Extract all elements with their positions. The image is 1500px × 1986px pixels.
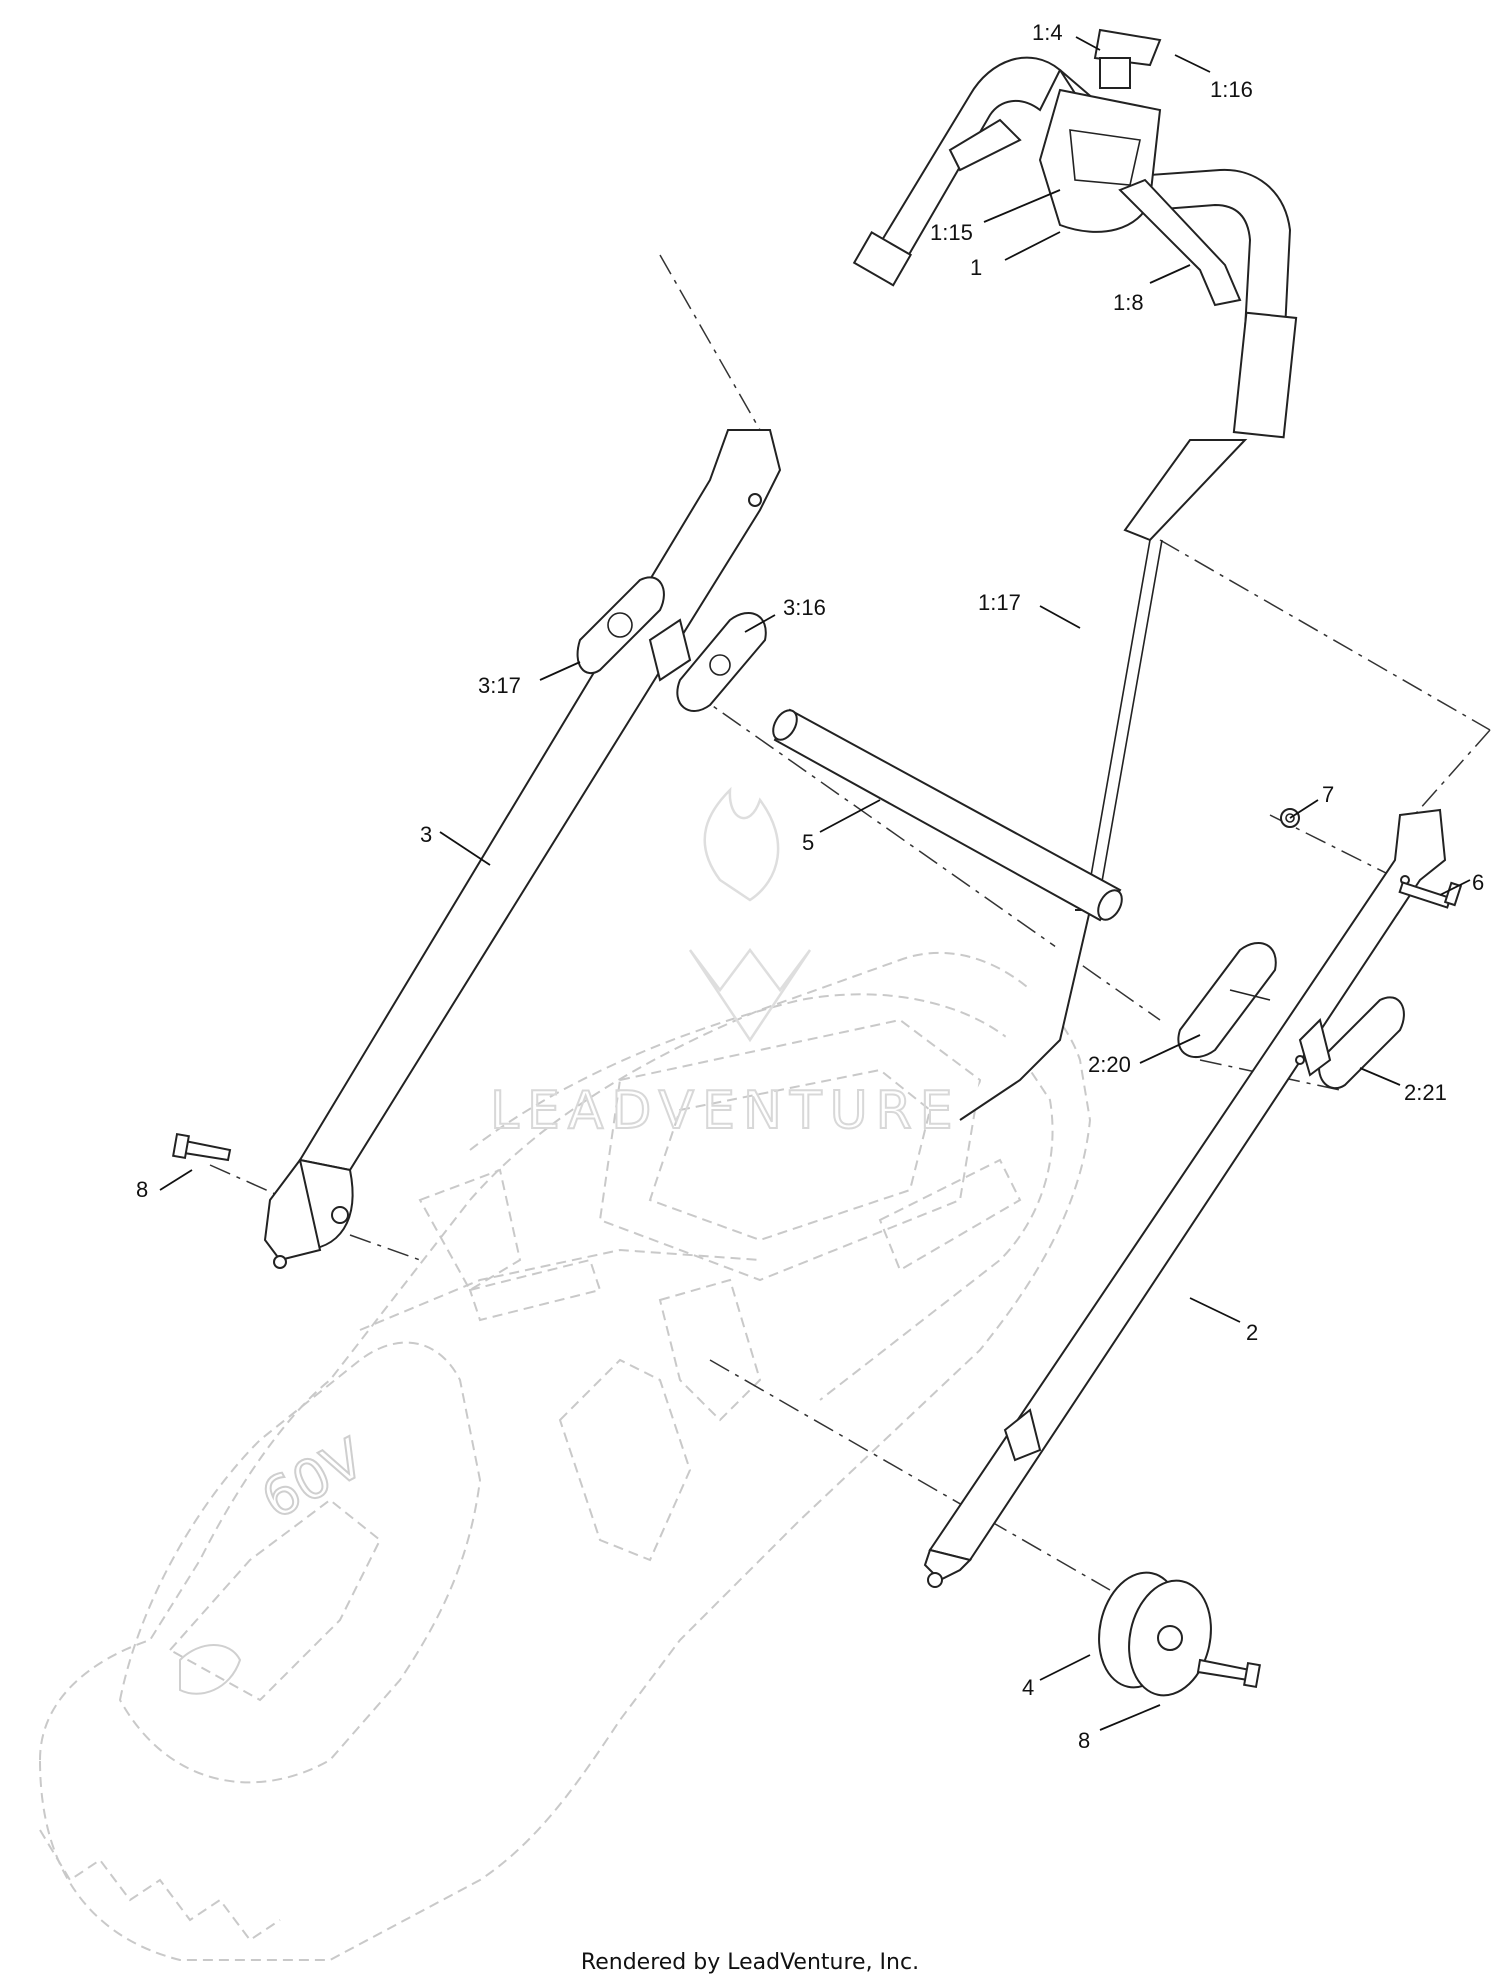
cross-tube xyxy=(772,708,1123,922)
callout-1-8: 1:8 xyxy=(1113,290,1144,315)
callout-3-17: 3:17 xyxy=(478,673,521,698)
left-lower-handle xyxy=(263,429,782,1269)
right-cable-guide xyxy=(1298,996,1405,1090)
callout-2-21: 2:21 xyxy=(1404,1080,1447,1105)
callout-7: 7 xyxy=(1322,782,1334,807)
callout-2: 2 xyxy=(1246,1320,1258,1345)
leadventure-watermark: LEADVENTURE xyxy=(489,786,961,1142)
left-knob-plate xyxy=(648,611,767,712)
callout-3-16: 3:16 xyxy=(783,595,826,620)
callout-leaders xyxy=(159,36,1471,1731)
callout-1-17: 1:17 xyxy=(978,590,1021,615)
callout-labels: 1:4 1:16 1:15 1 1:8 3:16 1:17 3:17 7 3 5… xyxy=(136,20,1484,1753)
bail-lever xyxy=(948,118,1242,307)
right-knob-plate xyxy=(1177,941,1277,1059)
callout-2-20: 2:20 xyxy=(1088,1052,1131,1077)
left-cable-guide xyxy=(576,576,665,675)
render-credit: Rendered by LeadVenture, Inc. xyxy=(580,1950,920,1975)
callout-4: 4 xyxy=(1022,1675,1034,1700)
callout-8-right: 8 xyxy=(1078,1728,1090,1753)
callout-1-16: 1:16 xyxy=(1210,77,1253,102)
watermark-text: LEADVENTURE xyxy=(490,1081,961,1141)
assembly-lines xyxy=(209,254,1491,1591)
right-lower-handle xyxy=(923,808,1447,1588)
callout-1: 1 xyxy=(970,255,982,280)
callout-6: 6 xyxy=(1472,870,1484,895)
callout-8-left: 8 xyxy=(136,1177,148,1202)
callout-5: 5 xyxy=(802,830,814,855)
callout-3: 3 xyxy=(420,822,432,847)
callout-1-15: 1:15 xyxy=(930,220,973,245)
callout-1-4: 1:4 xyxy=(1032,20,1063,45)
deck-brand-text: 60V xyxy=(252,1426,375,1531)
hardware xyxy=(172,808,1463,1697)
